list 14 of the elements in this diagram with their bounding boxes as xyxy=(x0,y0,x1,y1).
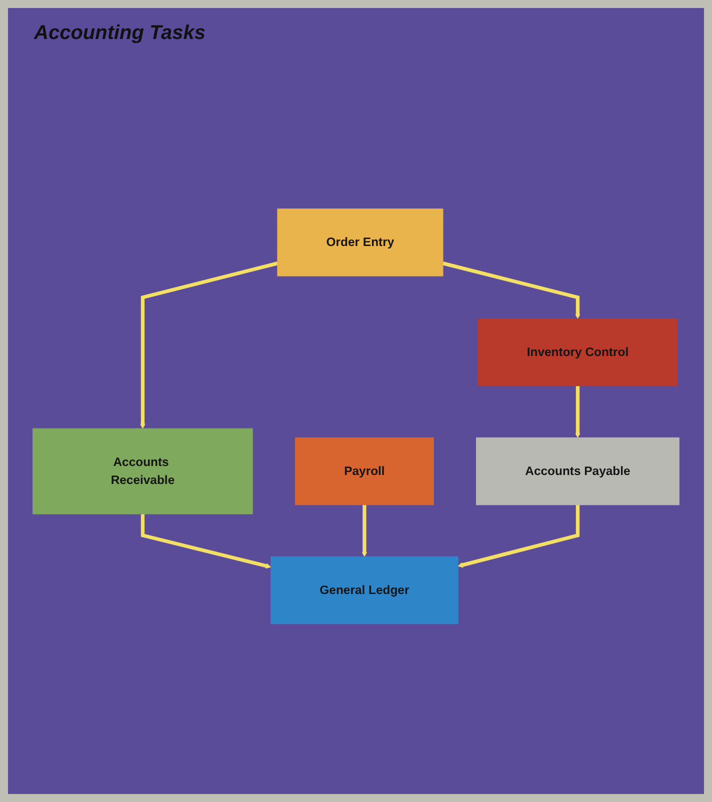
node-box xyxy=(478,318,678,386)
arrow xyxy=(458,504,580,568)
arrow xyxy=(362,504,368,558)
node-box xyxy=(476,438,680,506)
diagram-background: Accounting Tasks Order Entry Inventory Control Accounts Receivable Payroll Accounts Payable General Ledger xyxy=(8,8,704,794)
diagram-title: Accounting Tasks xyxy=(34,22,207,45)
arrow xyxy=(442,262,580,320)
node-box xyxy=(294,438,434,506)
node-box xyxy=(32,428,253,514)
arrow xyxy=(140,262,278,429)
arrow xyxy=(575,386,580,438)
node-box xyxy=(270,556,458,624)
arrow xyxy=(140,514,272,569)
node-box xyxy=(277,208,444,276)
